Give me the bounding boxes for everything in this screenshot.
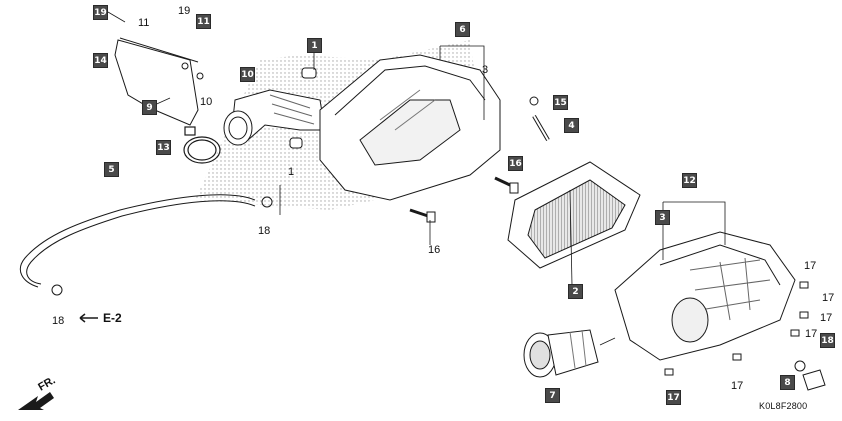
bolt-16-lower — [409, 208, 436, 223]
bolt-1-upper — [301, 67, 317, 79]
callout-1-a: 1 — [307, 38, 322, 53]
clip-18-part — [794, 360, 806, 372]
callout-14: 14 — [93, 53, 108, 68]
callout-10-a: 10 — [240, 67, 255, 82]
clip-15 — [529, 96, 539, 106]
reference-arrow-icon — [79, 313, 98, 323]
callout-6: 6 — [455, 22, 470, 37]
intake-duct-part — [223, 89, 326, 146]
air-filter-element — [507, 161, 641, 269]
label-18-b: 18 — [52, 315, 65, 327]
callout-3-b: 3 — [655, 210, 670, 225]
bolt-16-upper — [494, 176, 519, 194]
callout-4: 4 — [564, 118, 579, 133]
screw-set-17 — [664, 281, 809, 376]
callout-13: 13 — [156, 140, 171, 155]
callout-16-a: 16 — [508, 156, 523, 171]
callout-11-a: 11 — [196, 14, 211, 29]
label-17-d: 17 — [805, 328, 818, 340]
reference-label: E-2 — [103, 311, 122, 325]
callout-7: 7 — [545, 388, 560, 403]
label-17-b: 17 — [822, 292, 835, 304]
callout-12: 12 — [682, 173, 697, 188]
drawing-code: K0L8F2800 — [759, 401, 808, 411]
callout-18-box: 18 — [820, 333, 835, 348]
label-17-a: 17 — [804, 260, 817, 272]
label-1-b: 1 — [288, 166, 295, 178]
hose-clip-upper — [261, 196, 273, 208]
label-18-a: 18 — [258, 225, 271, 237]
callout-9: 9 — [142, 100, 157, 115]
bolt-1-lower — [289, 137, 303, 149]
label-3-a: 3 — [482, 64, 489, 76]
label-16-b: 16 — [428, 244, 441, 256]
drain-cap-8 — [802, 369, 826, 391]
funnel-part — [523, 329, 599, 378]
callout-5: 5 — [104, 162, 119, 177]
cover-plate-part — [114, 37, 204, 126]
label-17-c: 17 — [820, 312, 833, 324]
lower-case-housing — [614, 231, 796, 361]
hose-clip-lower — [51, 284, 63, 296]
label-17-e: 17 — [731, 380, 744, 392]
upper-case-housing — [319, 54, 501, 201]
label-10-b: 10 — [200, 96, 213, 108]
label-11-b: 11 — [138, 17, 150, 29]
callout-15: 15 — [553, 95, 568, 110]
long-hose-part — [20, 194, 256, 288]
callout-17-box: 17 — [666, 390, 681, 405]
callout-19-a: 19 — [93, 5, 108, 20]
label-19-b: 19 — [178, 5, 191, 17]
drain-pin-part — [532, 114, 550, 142]
front-arrow-icon — [18, 392, 54, 410]
clamp-part — [183, 126, 221, 164]
callout-8: 8 — [780, 375, 795, 390]
callout-2: 2 — [568, 284, 583, 299]
